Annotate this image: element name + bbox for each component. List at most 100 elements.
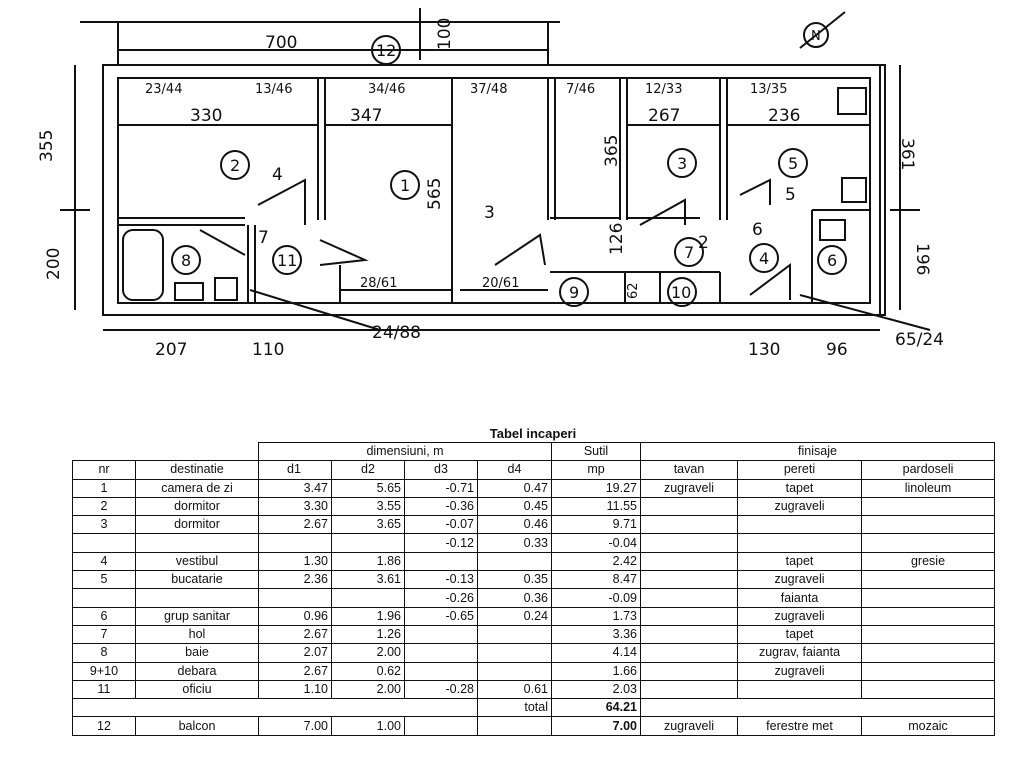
cell-tavan [640, 624, 738, 645]
cell-pereti: zugrav, faianta [737, 643, 862, 663]
cell-d4 [477, 551, 552, 572]
header-d2: d2 [331, 460, 405, 480]
cell-pereti: zugraveli [737, 661, 862, 681]
door-label-7: 7 [258, 228, 269, 248]
group-finisaje: finisaje [639, 441, 996, 462]
cell-destinatie: camera de zi [135, 478, 259, 498]
cell-d1: 2.36 [258, 570, 332, 590]
group-header-blank [72, 442, 259, 462]
room-number-1: 1 [400, 176, 410, 195]
dim-bottom-207: 207 [155, 340, 187, 360]
cell-nr: 5 [72, 570, 136, 590]
cell-nr: 1 [72, 478, 136, 498]
cell-pereti: tapet [737, 478, 862, 498]
cell-tavan [640, 551, 738, 572]
cell-nr: 11 [72, 679, 136, 700]
cell-d4 [477, 624, 552, 645]
cell-d4: 0.47 [477, 478, 552, 498]
cell-d4: 0.61 [477, 679, 552, 700]
cell-d2 [331, 588, 405, 608]
cell-tavan [640, 570, 738, 590]
cell-d1: 1.30 [258, 551, 332, 572]
cell-d1: 3.30 [258, 496, 332, 517]
cell-nr: 2 [72, 496, 136, 517]
room-dim-236: 236 [768, 106, 800, 126]
cell-d3: -0.36 [404, 496, 478, 517]
cell-pardoseli [860, 606, 996, 626]
cell-destinatie: debara [135, 661, 259, 681]
cell-mp: -0.04 [551, 533, 641, 553]
cell-nr: 3 [72, 515, 136, 535]
room-number-9: 9 [569, 283, 579, 302]
room-number-4: 4 [759, 249, 769, 268]
cell-mp: 2.03 [551, 679, 641, 700]
cell-destinatie: baie [135, 643, 259, 663]
cell-destinatie: dormitor [135, 515, 259, 535]
balcon-cell-tavan: zugraveli [640, 716, 738, 736]
dim-left-355: 355 [37, 130, 57, 162]
balcon-cell-pereti: ferestre met [737, 716, 862, 736]
dim-left-200: 200 [44, 248, 64, 280]
cell-mp: -0.09 [551, 588, 641, 608]
room-number-5: 5 [788, 154, 798, 173]
cell-pardoseli [860, 533, 996, 553]
cell-mp: 19.27 [551, 478, 641, 498]
cell-d2: 3.61 [331, 570, 405, 590]
cell-pardoseli [860, 496, 996, 517]
cell-pardoseli [860, 679, 996, 700]
window-label-2: 13/46 [255, 82, 292, 97]
dim-top-100: 100 [435, 18, 455, 50]
group-dimensiuni: dimensiuni, m [258, 441, 552, 462]
dim-top-700: 700 [265, 33, 297, 53]
cell-pardoseli [860, 588, 996, 608]
header-d3: d3 [404, 460, 478, 480]
room-number-6: 6 [827, 251, 837, 270]
cell-d4: 0.24 [477, 606, 552, 626]
cell-d2 [331, 533, 405, 553]
cell-pereti: tapet [737, 624, 862, 645]
room-dim-365: 365 [602, 135, 622, 167]
cell-d2: 1.86 [331, 551, 405, 572]
cell-mp: 1.73 [551, 606, 641, 626]
cell-d2: 1.26 [331, 624, 405, 645]
cell-pardoseli [860, 570, 996, 590]
cell-destinatie: grup sanitar [135, 606, 259, 626]
header-d4: d4 [477, 460, 552, 480]
compass-letter: N [811, 29, 821, 44]
window-label-5: 7/46 [566, 82, 595, 97]
plan-walls [60, 8, 931, 331]
header-pereti: pereti [737, 460, 862, 480]
balcon-cell-d1: 7.00 [258, 716, 332, 736]
cell-d3: -0.71 [404, 478, 478, 498]
header-tavan: tavan [640, 460, 738, 480]
cell-d3 [404, 551, 478, 572]
balcon-cell-d2: 1.00 [331, 716, 405, 736]
door-label-5: 5 [785, 185, 796, 205]
dim-bottom-96: 96 [826, 340, 848, 360]
cell-nr: 7 [72, 624, 136, 645]
cell-d3: -0.12 [404, 533, 478, 553]
cell-d3: -0.07 [404, 515, 478, 535]
cell-d3 [404, 661, 478, 681]
room-table-section: Tabel incaperi dimensiuni, m Sutil finis… [72, 425, 996, 736]
cell-d2: 3.65 [331, 515, 405, 535]
cell-d2: 5.65 [331, 478, 405, 498]
cell-d4: 0.35 [477, 570, 552, 590]
cell-destinatie: bucatarie [135, 570, 259, 590]
cell-d4: 0.33 [477, 533, 552, 553]
total-blank-right [639, 698, 996, 718]
balcon-cell-d4 [477, 716, 552, 736]
room-dim-267: 267 [648, 106, 680, 126]
cell-pardoseli [860, 661, 996, 681]
table-title: Tabel incaperi [489, 426, 577, 441]
cell-pereti: faianta [737, 588, 862, 608]
cell-destinatie: vestibul [135, 551, 259, 572]
door-label-4: 4 [272, 165, 283, 185]
